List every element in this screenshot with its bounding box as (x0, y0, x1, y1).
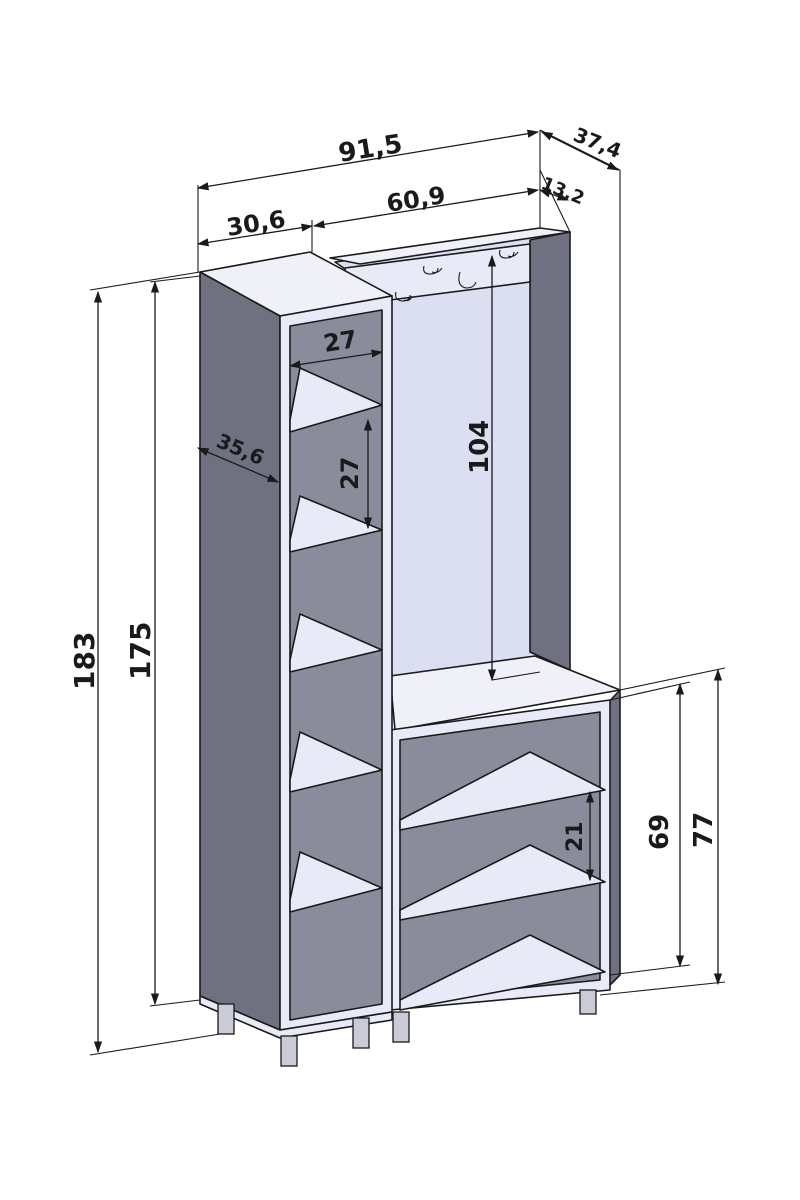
left-width-label: 30,6 (225, 205, 288, 242)
coat-hook-icon (458, 271, 477, 289)
dimension-lines (89, 129, 726, 1056)
leg (352, 1017, 370, 1049)
bench-body-height-label: 69 (645, 814, 675, 850)
leg (217, 1003, 235, 1035)
tall-unit-side (199, 271, 281, 1031)
right-depth-label: 13,2 (538, 173, 587, 209)
hanger-height-label: 104 (465, 420, 495, 474)
body-height-label: 175 (124, 622, 157, 680)
coat-hook-icon (499, 249, 519, 259)
bench-shelf-spacing-label: 21 (563, 821, 588, 852)
leg (280, 1035, 298, 1067)
shelf-spacing-label: 27 (336, 457, 364, 490)
tall-unit-shelves (289, 367, 383, 913)
coat-hook-icon (395, 291, 413, 302)
right-width-label: 60,9 (385, 181, 448, 218)
shelf-width-label: 27 (322, 325, 359, 358)
coat-hooks (395, 249, 519, 302)
coat-hook-icon (423, 265, 443, 275)
leg (579, 989, 597, 1015)
tall-unit-bottom (199, 995, 393, 1039)
total-height-label: 183 (68, 632, 101, 690)
bench-shelves (399, 751, 606, 1011)
depth-total-label: 37,4 (570, 122, 625, 163)
leg (392, 1011, 410, 1043)
right-side-wall (529, 231, 571, 671)
tall-shelf-unit (199, 251, 393, 1067)
total-width-label: 91,5 (336, 129, 404, 169)
bench-total-height-label: 77 (689, 812, 719, 848)
